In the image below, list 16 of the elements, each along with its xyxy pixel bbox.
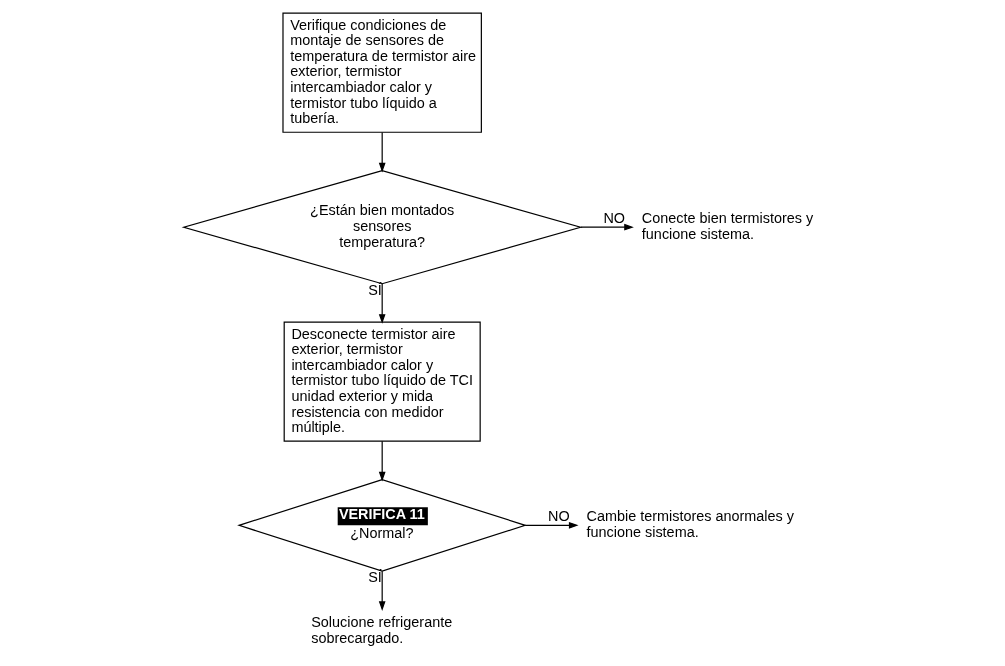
node-box: Desconecte termistor aire exterior, termistor intercambiador calor y termistor tubo líquido de TCI unidad exterior y mida resistencia con medidor múltiple. [283, 321, 481, 442]
edge-label: NO [547, 508, 570, 525]
node-diamond: VERIFICA 11 ¿Normal? [236, 479, 527, 572]
edge-label: NO [602, 210, 625, 227]
edge-label: SÍ [367, 282, 382, 299]
edge-label: SÍ [367, 569, 382, 586]
node-text: Solucione refrigerante sobrecargado. [310, 614, 452, 646]
node-text: Cambie termistores anormales y funcione sistema. [586, 508, 794, 540]
arrow [378, 131, 386, 173]
arrow [524, 522, 579, 529]
node-text: Conecte bien termistores y funcione sistema. [641, 210, 813, 242]
node-box: Verifique condiciones de montaje de sensores de temperatura de termistor aire exterior, termistor intercambiador calor y termistor tubo líquido a tubería. [281, 12, 482, 133]
arrow [378, 570, 386, 611]
arrow [378, 283, 386, 324]
arrow [579, 223, 634, 231]
arrow [378, 440, 386, 482]
